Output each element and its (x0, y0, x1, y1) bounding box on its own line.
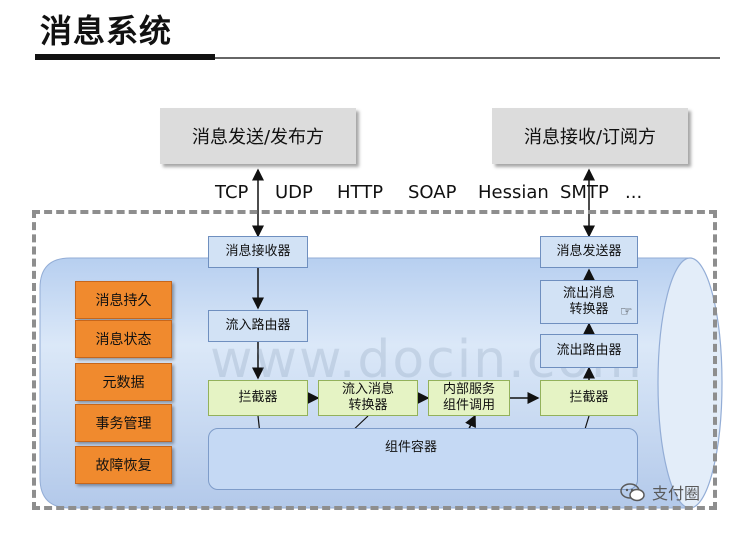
outbound-converter-node: 流出消息 转换器 (540, 280, 638, 324)
message-receiver-node: 消息接收器 (208, 236, 308, 268)
feature-recovery: 故障恢复 (75, 446, 172, 484)
protocol-http: HTTP (337, 182, 384, 203)
title-underline-line (215, 57, 720, 59)
interceptor-right-node: 拦截器 (540, 380, 638, 416)
receiver-subscriber-node: 消息接收/订阅方 (492, 108, 688, 164)
component-container (208, 428, 638, 490)
page-title: 消息系统 (40, 12, 173, 50)
protocol-hessian: Hessian (478, 182, 549, 203)
message-sender-node: 消息发送器 (540, 236, 638, 268)
wechat-icon (620, 483, 645, 502)
system-boundary (32, 210, 717, 510)
protocol-more: ... (625, 182, 643, 203)
protocol-smtp: SMTP (560, 182, 609, 203)
feature-persistence: 消息持久 (75, 281, 172, 319)
sender-publisher-node: 消息发送/发布方 (160, 108, 356, 164)
feature-status: 消息状态 (75, 320, 172, 358)
outbound-router-node: 流出路由器 (540, 334, 638, 368)
brand-label: 支付圈 (652, 484, 701, 503)
component-container-label: 组件容器 (385, 440, 438, 455)
protocol-udp: UDP (275, 182, 313, 203)
feature-metadata: 元数据 (75, 363, 172, 401)
brand-mark: 支付圈 (620, 480, 700, 504)
feature-transaction: 事务管理 (75, 404, 172, 442)
inbound-converter-node: 流入消息 转换器 (318, 380, 418, 416)
inbound-router-node: 流入路由器 (208, 310, 308, 342)
hand-pointer-icon: ☞ (620, 304, 633, 320)
interceptor-left-node: 拦截器 (208, 380, 308, 416)
internal-service-node: 内部服务 组件调用 (428, 380, 510, 416)
protocol-soap: SOAP (408, 182, 457, 203)
title-underline-bar (35, 54, 215, 60)
protocol-tcp: TCP (215, 182, 249, 203)
